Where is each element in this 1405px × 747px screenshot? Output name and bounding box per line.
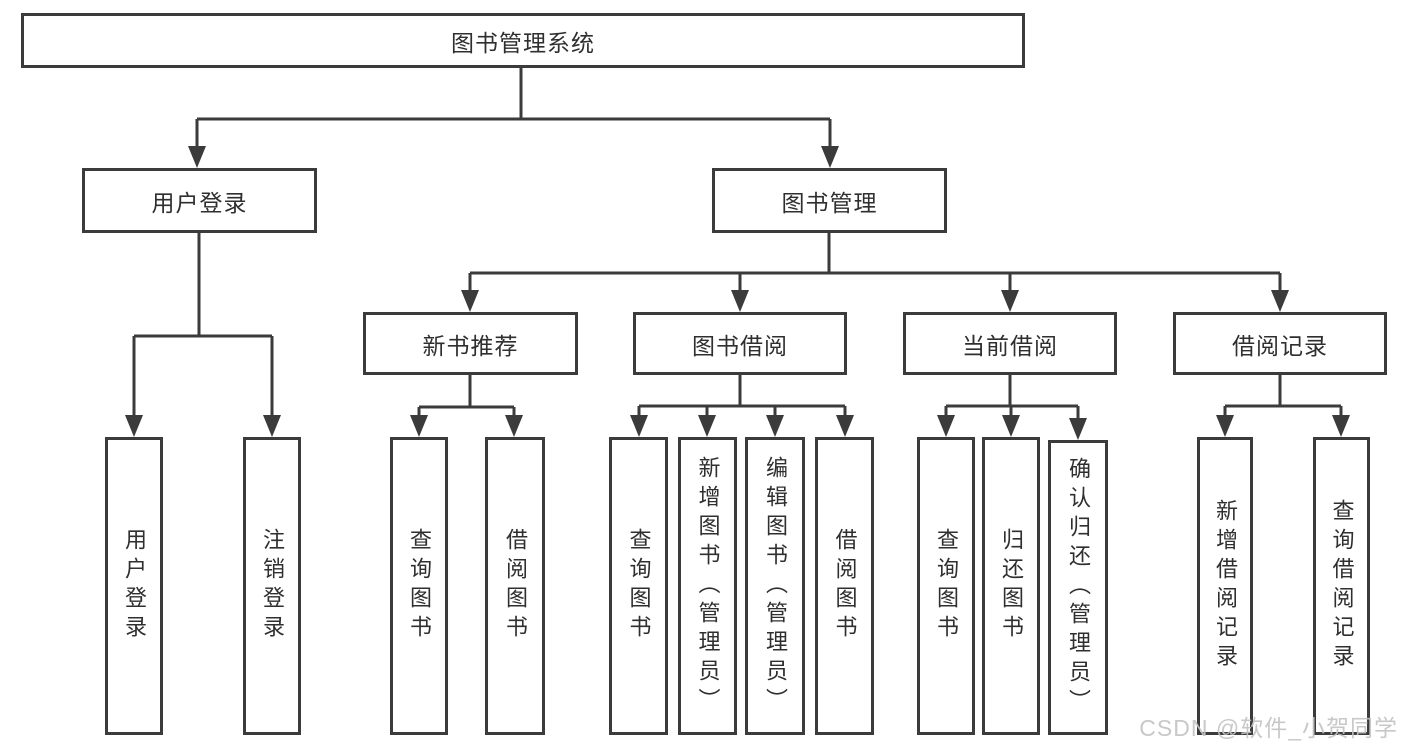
connector-current-borrow-to-leaves (937, 375, 1087, 440)
leaf-confirm-return-admin-label: 确认归还（管理员） (1066, 457, 1091, 718)
leaf-borrow-books-borrowing: 借阅图书 (815, 437, 874, 735)
arrowhead (125, 415, 143, 437)
leaf-query-books-borrowing: 查询图书 (609, 437, 668, 735)
arrowhead (630, 415, 648, 437)
connector-book-mgmt-to-submodules (461, 233, 1289, 312)
node-root: 图书管理系统 (21, 13, 1025, 68)
leaf-user-login-label: 用户登录 (122, 528, 147, 644)
leaf-edit-book-admin: 编辑图书（管理员） (745, 437, 805, 735)
leaf-confirm-return-admin: 确认归还（管理员） (1048, 440, 1108, 735)
leaf-borrow-books-recommend: 借阅图书 (485, 437, 545, 735)
leaf-query-borrow-record-label: 查询借阅记录 (1329, 499, 1355, 673)
leaf-logout: 注销登录 (243, 437, 301, 735)
leaf-query-books-current: 查询图书 (917, 437, 975, 735)
leaf-query-books-current-label: 查询图书 (934, 528, 959, 644)
connector-new-book-to-leaves (410, 375, 523, 437)
arrowhead (698, 415, 716, 437)
arrowhead (461, 290, 479, 312)
arrowhead (505, 415, 523, 437)
node-borrowing-records: 借阅记录 (1173, 312, 1387, 375)
node-book-management: 图书管理 (712, 168, 947, 233)
leaf-add-borrow-record-label: 新增借阅记录 (1213, 499, 1238, 673)
arrowhead (1216, 415, 1234, 437)
node-book-borrowing: 图书借阅 (633, 312, 847, 375)
arrowhead (1271, 290, 1289, 312)
node-current-borrowing: 当前借阅 (903, 312, 1117, 375)
leaf-query-books-recommend: 查询图书 (390, 437, 448, 735)
arrowhead (188, 146, 206, 168)
leaf-add-borrow-record: 新增借阅记录 (1197, 437, 1253, 735)
leaf-add-book-admin: 新增图书（管理员） (678, 437, 737, 735)
node-new-book-recommend: 新书推荐 (363, 312, 578, 375)
connector-user-login-to-leaves (125, 233, 281, 437)
leaf-query-books-recommend-label: 查询图书 (407, 528, 432, 644)
arrowhead (731, 290, 749, 312)
arrowhead (937, 415, 955, 437)
leaf-edit-book-admin-label: 编辑图书（管理员） (763, 455, 788, 717)
arrowhead (1001, 290, 1019, 312)
node-user-login-branch-label: 用户登录 (151, 189, 248, 216)
csdn-watermark: CSDN @软件_小贺同学 (1139, 715, 1398, 741)
leaf-borrow-books-borrowing-label: 借阅图书 (832, 528, 858, 644)
connector-root-to-branches (188, 68, 839, 168)
node-current-borrowing-label: 当前借阅 (962, 332, 1058, 359)
arrowhead (1332, 415, 1350, 437)
leaf-user-login: 用户登录 (105, 437, 163, 735)
arrowhead (263, 415, 281, 437)
arrowhead (766, 415, 784, 437)
connector-book-borrow-to-leaves (630, 375, 854, 437)
node-new-book-recommend-label: 新书推荐 (422, 332, 519, 359)
node-book-borrowing-label: 图书借阅 (692, 332, 788, 359)
connector-borrow-records-to-leaves (1216, 375, 1350, 437)
leaf-add-book-admin-label: 新增图书（管理员） (695, 455, 721, 717)
leaf-return-books: 归还图书 (982, 437, 1040, 735)
arrowhead (1002, 415, 1020, 437)
leaf-query-borrow-record: 查询借阅记录 (1313, 437, 1370, 735)
leaf-return-books-label: 归还图书 (999, 528, 1024, 644)
leaf-query-books-borrowing-label: 查询图书 (626, 528, 652, 644)
leaf-logout-label: 注销登录 (260, 528, 285, 644)
arrowhead (836, 415, 854, 437)
node-user-login-branch: 用户登录 (82, 168, 317, 233)
leaf-borrow-books-recommend-label: 借阅图书 (503, 528, 528, 644)
node-root-label: 图书管理系统 (451, 29, 595, 56)
arrowhead (1069, 418, 1087, 440)
node-book-management-label: 图书管理 (781, 189, 878, 216)
arrowhead (410, 415, 428, 437)
arrowhead (821, 146, 839, 168)
node-borrowing-records-label: 借阅记录 (1232, 332, 1328, 359)
